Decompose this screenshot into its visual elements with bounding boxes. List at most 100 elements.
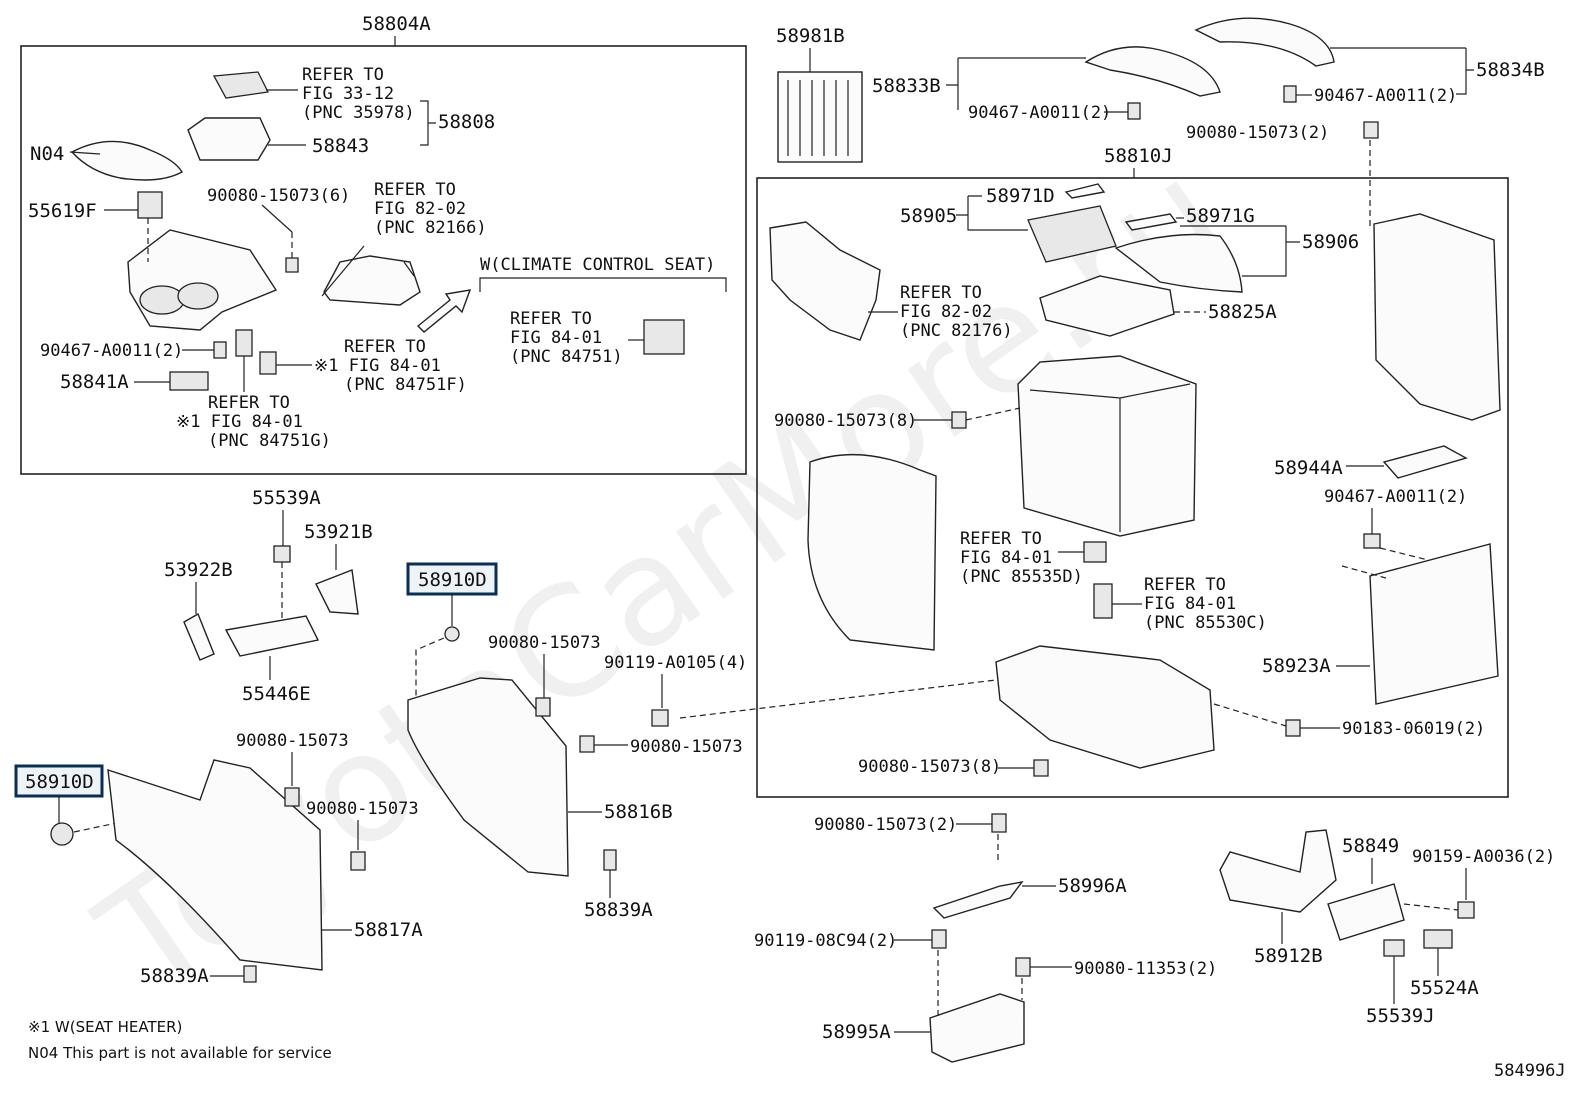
- bolt-90080-2a-part[interactable]: [1363, 121, 1379, 139]
- highlight-58910D-lower[interactable]: 58910D: [14, 764, 104, 798]
- label-58923A[interactable]: 58923A: [1262, 655, 1331, 677]
- bezel-58912B-part[interactable]: [1219, 829, 1337, 913]
- label-58808[interactable]: 58808: [438, 111, 495, 133]
- label-53921B[interactable]: 53921B: [304, 521, 373, 543]
- bolt-90119-a-part[interactable]: [651, 709, 669, 727]
- trim-58971G-part[interactable]: [1124, 213, 1178, 231]
- label-58971D[interactable]: 58971D: [986, 185, 1055, 207]
- cover-53922B-part[interactable]: [183, 612, 215, 661]
- clip-90467-d-part[interactable]: [1363, 533, 1381, 549]
- label-90183-06019-2[interactable]: 90183-06019(2): [1342, 719, 1485, 739]
- label-58843[interactable]: 58843: [312, 135, 369, 157]
- socket-85530C-part[interactable]: [1093, 583, 1113, 619]
- label-58817A[interactable]: 58817A: [354, 919, 423, 941]
- bracket-58996A-part[interactable]: [932, 880, 1024, 919]
- label-58996A[interactable]: 58996A: [1058, 875, 1127, 897]
- bracket-58995A-part[interactable]: [929, 993, 1025, 1063]
- label-90080-15073-r2[interactable]: 90080-15073: [630, 737, 743, 757]
- label-58905[interactable]: 58905: [900, 205, 957, 227]
- vent-58971D-part[interactable]: [1027, 205, 1117, 263]
- label-90080-15073-8b[interactable]: 90080-15073(8): [858, 757, 1001, 777]
- label-N04[interactable]: N04: [30, 143, 64, 165]
- label-58825A[interactable]: 58825A: [1208, 301, 1277, 323]
- seat-heater-switch-b[interactable]: [259, 351, 277, 375]
- label-58833B[interactable]: 58833B: [872, 75, 941, 97]
- clip-58839A-b-part[interactable]: [243, 965, 257, 983]
- label-55539J[interactable]: 55539J: [1366, 1005, 1435, 1027]
- label-58995A[interactable]: 58995A: [822, 1021, 891, 1043]
- group-label-58810J[interactable]: 58810J: [1104, 145, 1173, 167]
- group-label-58804A[interactable]: 58804A: [362, 13, 431, 35]
- clip-90467-part[interactable]: [213, 341, 227, 359]
- panel-58849-part[interactable]: [1327, 883, 1405, 941]
- label-90467-A0011-d[interactable]: 90467-A0011(2): [1324, 487, 1467, 507]
- switch-55539J-part[interactable]: [1383, 939, 1405, 957]
- cover-53921B-part[interactable]: [315, 569, 359, 615]
- bolt-90080-8b-part[interactable]: [1033, 759, 1049, 777]
- lid-58841A-part[interactable]: [169, 371, 209, 391]
- label-90080-15073-6[interactable]: 90080-15073(6): [207, 186, 350, 206]
- label-90080-15073-r1[interactable]: 90080-15073: [488, 633, 601, 653]
- clip-58910D-upper-part[interactable]: [444, 626, 460, 642]
- label-55524A[interactable]: 55524A: [1410, 977, 1479, 999]
- label-90119-A0105-4[interactable]: 90119-A0105(4): [604, 653, 747, 673]
- label-58816B[interactable]: 58816B: [604, 801, 673, 823]
- bolt-90080-r4-part[interactable]: [350, 851, 366, 871]
- bracket-55446E-part[interactable]: [224, 615, 320, 657]
- switch-cover-part[interactable]: [212, 71, 269, 99]
- label-53922B[interactable]: 53922B: [164, 559, 233, 581]
- bolt-90080-r3-part[interactable]: [284, 787, 300, 807]
- label-58839A-b[interactable]: 58839A: [140, 965, 209, 987]
- clip-58839A-a-part[interactable]: [603, 849, 617, 871]
- label-58906[interactable]: 58906: [1302, 231, 1359, 253]
- cover-58944A-part[interactable]: [1382, 445, 1468, 479]
- armrest-58833B-part[interactable]: [1084, 46, 1221, 97]
- shift-bezel-part[interactable]: [187, 117, 271, 161]
- lid-58906-part[interactable]: [1114, 233, 1243, 293]
- panel-58816B-part[interactable]: [407, 677, 569, 877]
- label-90467-A0011-b[interactable]: 90467-A0011(2): [968, 103, 1111, 123]
- clip-90183-part[interactable]: [1285, 719, 1301, 737]
- side-panel-left-part[interactable]: [807, 454, 937, 651]
- bolt-90080-r2-part[interactable]: [579, 735, 595, 753]
- label-90080-15073-2b[interactable]: 90080-15073(2): [814, 815, 957, 835]
- label-90119-08C94-2[interactable]: 90119-08C94(2): [754, 931, 897, 951]
- bolt-90080-11353-part[interactable]: [1015, 957, 1031, 977]
- cup-holder-panel-part[interactable]: [127, 229, 278, 331]
- bolt-90080-8a-part[interactable]: [951, 411, 967, 429]
- label-58981B[interactable]: 58981B: [776, 25, 845, 47]
- armrest-58834B-part[interactable]: [1194, 17, 1335, 67]
- label-90080-15073-2a[interactable]: 90080-15073(2): [1186, 123, 1329, 143]
- label-90080-11353-2[interactable]: 90080-11353(2): [1074, 959, 1217, 979]
- bolt-90159-part[interactable]: [1457, 901, 1475, 919]
- label-58839A-a[interactable]: 58839A: [584, 899, 653, 921]
- label-90467-A0011-a[interactable]: 90467-A0011(2): [40, 341, 183, 361]
- console-base-part[interactable]: [995, 645, 1215, 769]
- panel-58817A-part[interactable]: [107, 759, 323, 971]
- label-90080-15073-8a[interactable]: 90080-15073(8): [774, 411, 917, 431]
- bolt-90080-2b-part[interactable]: [991, 813, 1007, 833]
- label-58971G[interactable]: 58971G: [1186, 205, 1255, 227]
- clip-90467-c-part[interactable]: [1283, 85, 1297, 103]
- label-58912B[interactable]: 58912B: [1254, 945, 1323, 967]
- side-panel-right-part[interactable]: [1373, 213, 1501, 421]
- label-58841A[interactable]: 58841A: [60, 371, 129, 393]
- highlight-58910D-upper[interactable]: 58910D: [406, 562, 498, 596]
- label-58849[interactable]: 58849: [1342, 835, 1399, 857]
- switch-55524A-part[interactable]: [1423, 929, 1453, 949]
- clip-55539A-part[interactable]: [273, 545, 291, 563]
- label-90080-15073-r4[interactable]: 90080-15073: [306, 799, 419, 819]
- label-90467-A0011-c[interactable]: 90467-A0011(2): [1314, 86, 1457, 106]
- label-58944A[interactable]: 58944A: [1274, 457, 1343, 479]
- seat-heater-switch-a[interactable]: [235, 329, 253, 357]
- console-panel-frame-part[interactable]: [70, 140, 183, 181]
- wire-harness-82166-part[interactable]: [323, 255, 421, 306]
- climate-module-part[interactable]: [643, 319, 685, 355]
- clip-90467-b-part[interactable]: [1127, 102, 1141, 120]
- label-55539A[interactable]: 55539A: [252, 487, 321, 509]
- tray-58825A-part[interactable]: [1039, 275, 1175, 337]
- clip-58910D-lower-part[interactable]: [50, 822, 74, 846]
- bolt-90080-r1-part[interactable]: [535, 697, 551, 717]
- console-box-part[interactable]: [1017, 355, 1197, 537]
- socket-85535D-part[interactable]: [1083, 541, 1107, 563]
